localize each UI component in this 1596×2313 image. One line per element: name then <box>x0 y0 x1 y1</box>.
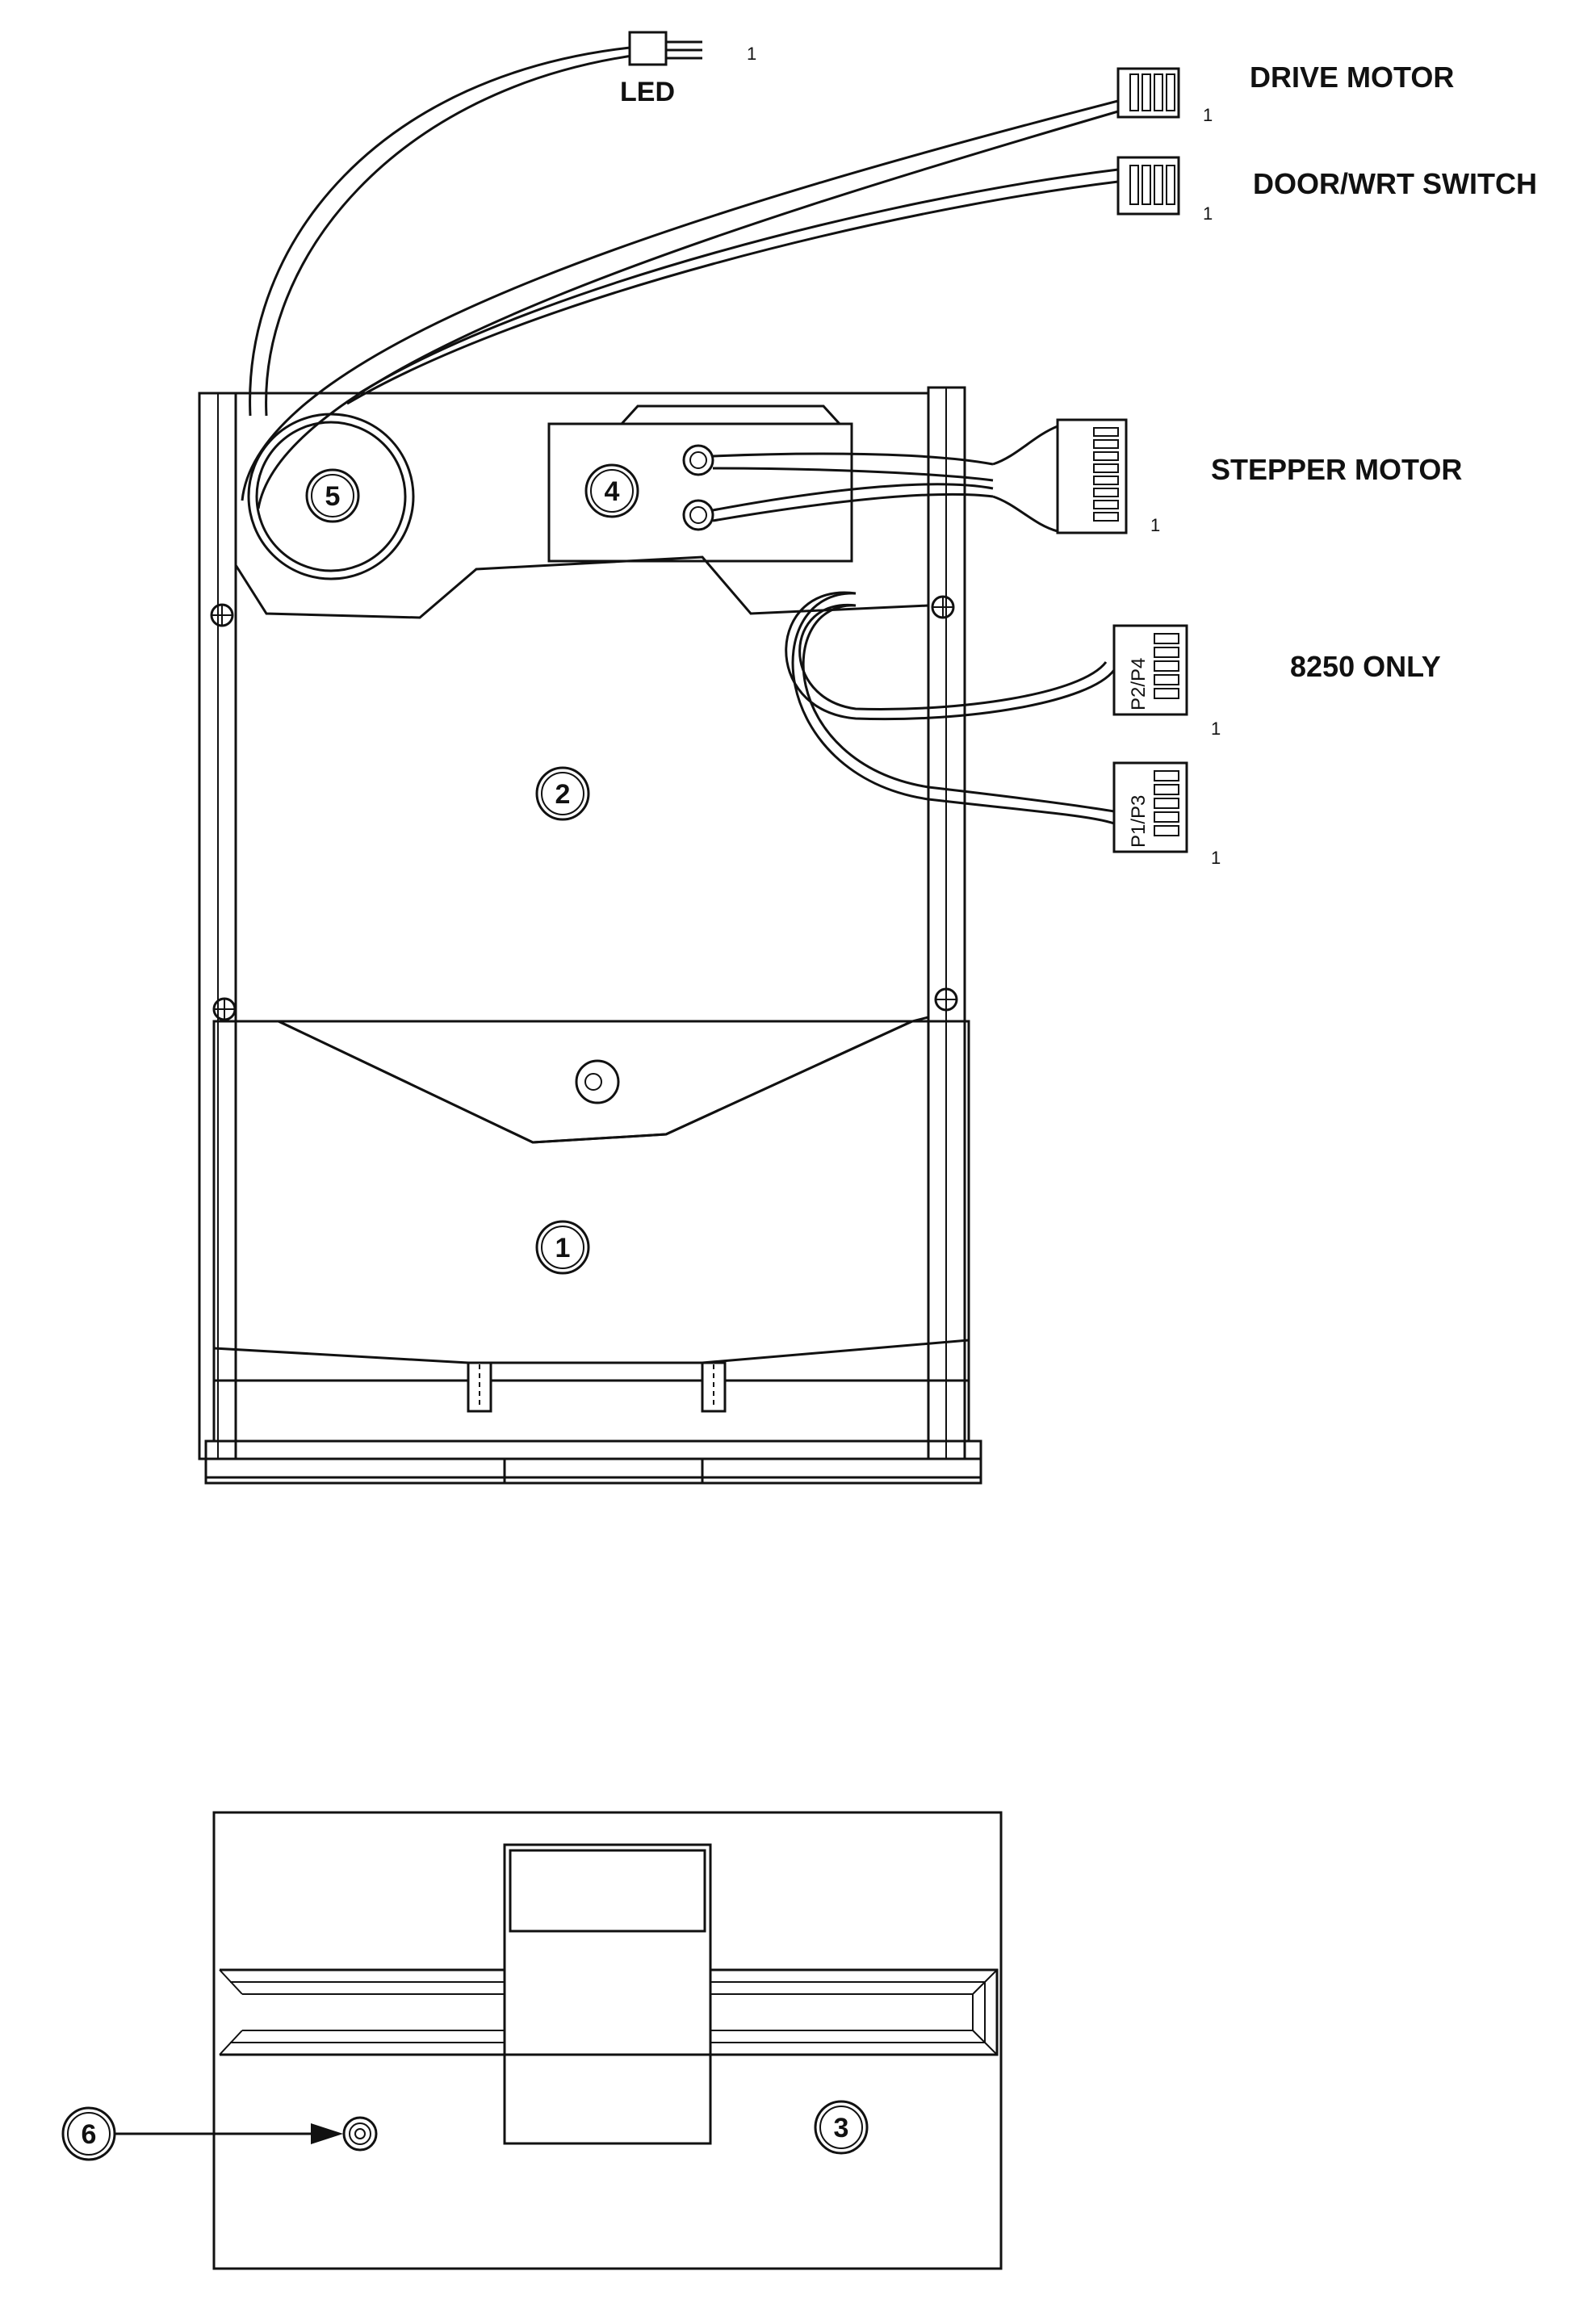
label-stepper-motor: STEPPER MOTOR <box>1211 453 1462 486</box>
stepper-motor-connector: 1 <box>1056 418 1160 535</box>
screw-icon <box>212 997 237 1021</box>
svg-text:1: 1 <box>555 1233 571 1263</box>
center-hub-icon <box>575 1059 620 1104</box>
led-connector: 1 <box>628 31 756 66</box>
screw-icon <box>931 595 955 619</box>
svg-text:5: 5 <box>325 481 341 512</box>
svg-text:6: 6 <box>82 2119 97 2150</box>
callout-3: 3 <box>814 2100 869 2155</box>
pin-one-marker: 1 <box>1203 105 1213 125</box>
pin-one-marker: 1 <box>747 44 756 64</box>
callout-6: 6 <box>61 2106 116 2161</box>
callout-2: 2 <box>535 766 590 821</box>
drive-motor-connector: 1 <box>1116 67 1213 125</box>
drive-top-view <box>198 386 982 1485</box>
pin-one-marker: 1 <box>1211 848 1221 868</box>
p2-p4-connector: P2/P4 1 <box>1112 624 1221 739</box>
pin-one-marker: 1 <box>1211 719 1221 739</box>
label-led: LED <box>620 77 675 107</box>
led-indicator-icon <box>342 2116 378 2152</box>
diskette-slot <box>220 1968 999 2056</box>
p1-p3-connector: P1/P3 1 <box>1112 761 1221 868</box>
cables <box>241 45 1119 825</box>
svg-text:4: 4 <box>605 476 620 507</box>
callout-1: 1 <box>535 1220 590 1275</box>
label-8250-only: 8250 ONLY <box>1290 650 1441 683</box>
arrow-icon <box>115 2123 343 2144</box>
door-lever <box>503 1843 712 2056</box>
stepper-motor-block <box>547 404 853 563</box>
callout-4: 4 <box>584 463 639 518</box>
pin-one-marker: 1 <box>1203 203 1213 224</box>
callout-5: 5 <box>305 468 360 523</box>
connector-label-p1p3: P1/P3 <box>1128 795 1150 848</box>
screw-icon <box>934 987 958 1012</box>
svg-text:3: 3 <box>834 2113 849 2143</box>
connector-label-p2p4: P2/P4 <box>1128 658 1150 710</box>
door-switch-connector: 1 <box>1116 156 1213 224</box>
screw-icon <box>210 603 234 627</box>
bezel-bottom-strip <box>204 1457 982 1485</box>
svg-text:2: 2 <box>555 779 571 810</box>
front-panel <box>212 1811 1003 2270</box>
front-section <box>212 1020 970 1443</box>
drive-front-view <box>212 1811 1003 2270</box>
pin-one-marker: 1 <box>1150 515 1160 535</box>
label-drive-motor: DRIVE MOTOR <box>1250 61 1454 94</box>
label-door-switch: DOOR/WRT SWITCH <box>1253 167 1537 200</box>
